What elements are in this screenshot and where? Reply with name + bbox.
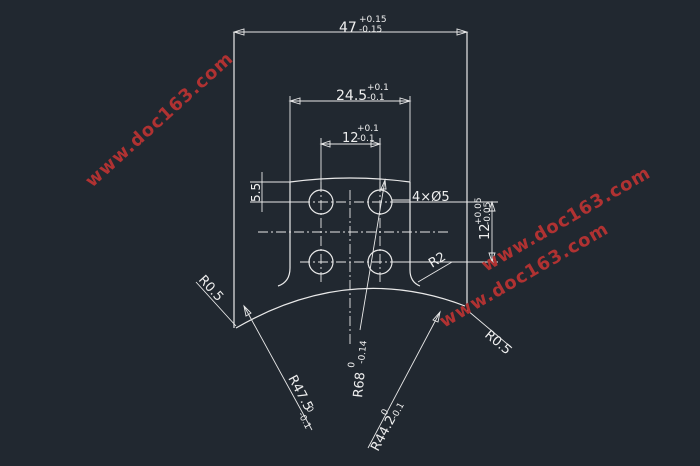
part-outline bbox=[233, 32, 468, 329]
center-radius-tol-plus: 0 bbox=[347, 361, 358, 368]
slot-left-corner bbox=[277, 267, 291, 287]
hole-spacing-h-label: 12 bbox=[342, 131, 359, 146]
inner-radius-tol-minus: -0.1 bbox=[390, 401, 407, 421]
dimension-lines bbox=[195, 28, 513, 449]
overall-width-tol-minus: -0.15 bbox=[359, 25, 382, 35]
inner-radius-tol-plus: 0 bbox=[380, 407, 392, 417]
slot-top-arc bbox=[289, 177, 411, 183]
watermark-left: www.doc163.com bbox=[81, 48, 238, 192]
slot-width-tol-plus: +0.1 bbox=[367, 83, 389, 93]
hole-spacing-v-label: 12 bbox=[478, 223, 493, 240]
slot-width-tol-minus: -0.1 bbox=[367, 93, 385, 103]
holes-label: 4×Ø5 bbox=[412, 190, 450, 205]
outer-arc bbox=[235, 287, 466, 329]
overall-width-label: 47 bbox=[339, 20, 357, 36]
slot-width-label: 24.5 bbox=[336, 88, 367, 104]
corner-radius-label: R2 bbox=[426, 249, 449, 271]
slot-right-corner bbox=[409, 269, 421, 287]
dimension-texts: 47 +0.15 -0.15 24.5 +0.1 -0.1 12 +0.1 -0… bbox=[195, 15, 514, 454]
center-radius-tol-minus: -0.14 bbox=[357, 340, 369, 364]
center-lines bbox=[258, 182, 450, 345]
left-edge-radius-label: R0.5 bbox=[195, 273, 226, 305]
outer-radius-tol-plus: 0 bbox=[303, 405, 315, 415]
outer-radius-tol-minus: -0.1 bbox=[295, 411, 312, 431]
top-offset-label: 5.5 bbox=[249, 183, 263, 202]
right-edge-radius-label: R0.5 bbox=[481, 328, 513, 359]
hole-spacing-h-tol-plus: +0.1 bbox=[357, 124, 379, 134]
hole-spacing-v-tol-minus: -0.05 bbox=[483, 202, 493, 225]
overall-width-tol-plus: +0.15 bbox=[359, 15, 387, 25]
center-radius-label: R68 bbox=[351, 371, 369, 398]
hole-spacing-h-tol-minus: -0.1 bbox=[357, 134, 375, 144]
hole-spacing-v-tol-plus: +0.05 bbox=[474, 197, 484, 225]
